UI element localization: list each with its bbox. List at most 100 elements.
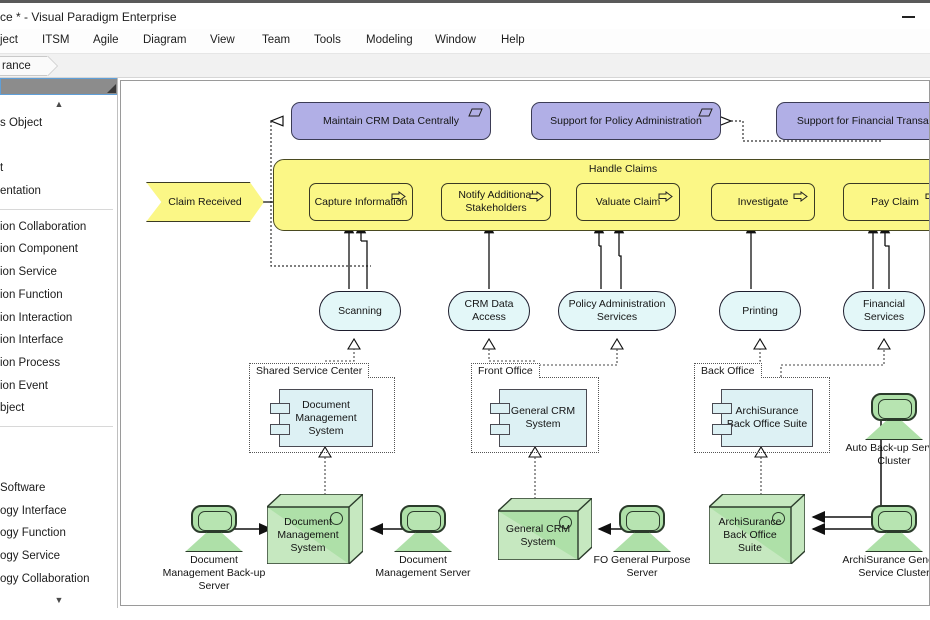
node-circle-icon	[559, 516, 572, 529]
business-process-1[interactable]: Notify Additional Stakeholders	[441, 183, 551, 221]
technology-device-3[interactable]: FO General Purpose Server	[594, 505, 690, 579]
palette-scroll-down-icon[interactable]: ▼	[54, 595, 64, 605]
palette-item[interactable]: ogy Collaboration	[0, 572, 90, 585]
palette-gap	[0, 433, 117, 477]
application-service-3[interactable]: Printing	[719, 291, 801, 331]
node-3d-body	[709, 494, 805, 564]
palette-item[interactable]: entation	[0, 185, 41, 198]
device-stand-icon	[865, 532, 923, 552]
palette-item[interactable]: ion Interface	[0, 334, 64, 347]
component-connector-icon	[712, 424, 732, 435]
business-process-3[interactable]: Investigate	[711, 183, 815, 221]
menu-item-view[interactable]: View	[210, 34, 235, 46]
business-process-4[interactable]: Pay Claim	[843, 183, 929, 221]
application-service-label: Printing	[742, 304, 778, 317]
grouping-label: Shared Service Center	[249, 363, 370, 378]
palette-item[interactable]: ion Process	[0, 356, 61, 369]
palette-item[interactable]: ogy Service	[0, 550, 61, 562]
process-arrow-icon	[391, 191, 406, 205]
technology-device-4[interactable]: ArchiSurance General Service Cluster	[842, 505, 929, 579]
menu-item-ject[interactable]: ject	[0, 34, 18, 46]
palette-item[interactable]: ion Interaction	[0, 311, 73, 324]
technology-device-1[interactable]: Document Management Back-up Server	[163, 505, 265, 592]
application-component-0[interactable]: Document Management System	[270, 389, 373, 447]
palette-item[interactable]: ion Event	[0, 379, 48, 392]
palette-scroll-up-icon[interactable]: ▲	[54, 99, 64, 109]
palette-item[interactable]: t	[0, 162, 4, 175]
requirement-0[interactable]: Maintain CRM Data Centrally	[291, 102, 491, 140]
menu-item-itsm[interactable]: ITSM	[42, 34, 70, 46]
menu-item-modeling[interactable]: Modeling	[366, 34, 413, 46]
palette-item[interactable]: ogy Interface	[0, 504, 67, 517]
application-service-4[interactable]: Financial Services	[843, 291, 925, 331]
application-component-1[interactable]: General CRM System	[490, 389, 587, 447]
technology-node-0[interactable]: Document Management System	[267, 494, 363, 564]
palette-header[interactable]	[0, 78, 117, 95]
business-event-label: Claim Received	[168, 195, 242, 208]
palette-item[interactable]: ion Component	[0, 243, 78, 256]
grouping-2[interactable]: Back Office	[694, 363, 830, 453]
device-screen-icon	[191, 505, 237, 533]
application-service-label: Scanning	[338, 304, 382, 317]
technology-device-label: FO General Purpose Server	[593, 554, 691, 579]
process-arrow-icon	[925, 191, 929, 205]
palette-item[interactable]: ion Function	[0, 288, 63, 301]
device-stand-icon	[185, 532, 243, 552]
node-3d-body	[267, 494, 363, 564]
grouping-label: Front Office	[471, 363, 540, 378]
node-circle-icon	[330, 512, 343, 525]
requirement-label: Maintain CRM Data Centrally	[323, 114, 459, 127]
application-service-0[interactable]: Scanning	[319, 291, 401, 331]
requirement-parallelogram-icon	[468, 108, 483, 117]
technology-node-1[interactable]: General CRM System	[498, 498, 592, 560]
application-service-label: Policy Administration Services	[568, 298, 666, 323]
technology-node-2[interactable]: ArchiSurance Back Office Suite	[709, 494, 805, 564]
device-stand-icon	[865, 420, 923, 440]
menu-item-team[interactable]: Team	[262, 34, 291, 46]
menu-item-agile[interactable]: Agile	[93, 34, 119, 46]
technology-device-label: Auto Back-up Server Cluster	[845, 442, 929, 467]
grouping-1[interactable]: Front Office	[471, 363, 599, 453]
application-component-label: ArchiSurance Back Office Suite	[726, 405, 808, 430]
grouping-0[interactable]: Shared Service Center	[249, 363, 395, 453]
business-event-claim-received[interactable]: Claim Received	[146, 182, 264, 222]
business-process-2[interactable]: Valuate Claim	[576, 183, 680, 221]
business-process-0[interactable]: Capture Information	[309, 183, 413, 221]
business-process-label: Notify Additional Stakeholders	[458, 189, 534, 214]
technology-device-2[interactable]: Document Management Server	[375, 505, 471, 579]
application-service-label: Financial Services	[862, 298, 906, 323]
business-group-title: Handle Claims	[588, 163, 658, 175]
technology-node-label: ArchiSurance Back Office Suite	[718, 516, 782, 554]
requirement-2[interactable]: Support for Financial Transactio	[776, 102, 929, 140]
process-arrow-icon	[529, 191, 544, 205]
menu-item-tools[interactable]: Tools	[314, 34, 341, 46]
technology-device-0[interactable]: Auto Back-up Server Cluster	[846, 393, 929, 467]
application-service-2[interactable]: Policy Administration Services	[558, 291, 676, 331]
technology-device-label: ArchiSurance General Service Cluster	[842, 554, 930, 579]
application-service-1[interactable]: CRM Data Access	[448, 291, 530, 331]
component-connector-icon	[270, 403, 290, 414]
palette-item[interactable]: ion Collaboration	[0, 220, 87, 233]
application-component-2[interactable]: ArchiSurance Back Office Suite	[712, 389, 813, 447]
menu-item-window[interactable]: Window	[435, 34, 476, 46]
palette-item[interactable]: s Object	[0, 117, 43, 129]
palette-item[interactable]	[0, 135, 117, 158]
palette-item[interactable]: ion Service	[0, 266, 57, 279]
palette-item[interactable]: bject	[0, 402, 25, 415]
window-title: ce * - Visual Paradigm Enterprise	[0, 10, 177, 24]
menu-item-diagram[interactable]: Diagram	[143, 34, 187, 46]
requirement-1[interactable]: Support for Policy Administration	[531, 102, 721, 140]
palette-separator	[0, 208, 113, 210]
device-screen-icon	[619, 505, 665, 533]
breadcrumb-archisurance[interactable]: rance	[0, 56, 58, 76]
component-connector-icon	[712, 403, 732, 414]
palette-item-list: s Object t entation ion Collaboration ion Co…	[0, 112, 117, 590]
menu-item-help[interactable]: Help	[501, 34, 525, 46]
minimize-icon[interactable]	[902, 11, 916, 23]
palette-item[interactable]: Software	[0, 481, 46, 494]
technology-device-label: Document Management Server	[375, 554, 471, 579]
palette-item[interactable]: ogy Function	[0, 527, 66, 540]
grouping-label: Back Office	[694, 363, 762, 378]
menu-bar: ject ITSM Agile Diagram View Team Tools Modelin…	[0, 29, 930, 54]
